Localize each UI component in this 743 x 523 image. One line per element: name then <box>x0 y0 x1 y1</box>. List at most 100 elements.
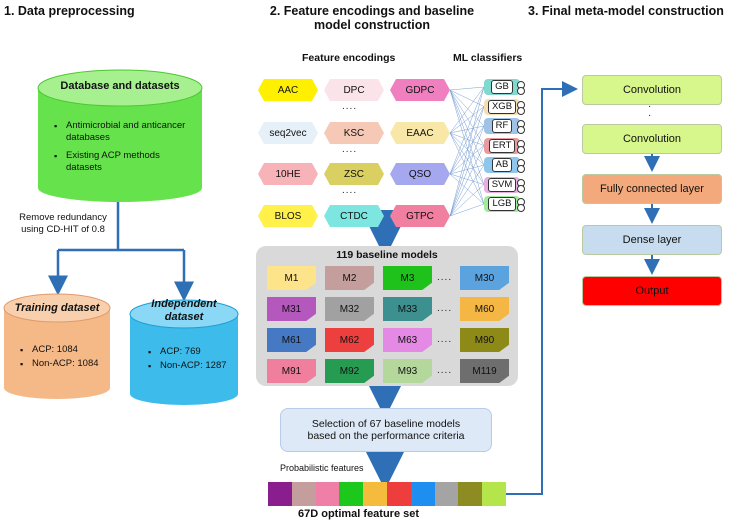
output-layer-label: Output <box>635 285 669 297</box>
classifier-ert: ERT <box>484 137 525 154</box>
classifier-label: SVM <box>487 177 517 192</box>
model-m61: M61 <box>267 328 316 352</box>
training-item: Non-ACP: 1084 <box>20 358 110 370</box>
model-m92: M92 <box>325 359 374 383</box>
fan-line <box>449 132 485 166</box>
fan-line <box>449 106 485 175</box>
layer-ellipsis-1: · <box>648 101 652 112</box>
model-m2: M2 <box>325 266 374 290</box>
model-m91: M91 <box>267 359 316 383</box>
fan-line <box>449 184 485 217</box>
independent-title-line2: dataset <box>164 311 204 323</box>
fan-line <box>449 173 485 205</box>
ml-classifiers-header: ML classifiers <box>453 52 523 64</box>
conv-layer-1-label: Convolution <box>622 84 682 96</box>
section-2-title-line2: model construction <box>314 18 430 32</box>
dense-layer: Dense layer <box>582 225 722 255</box>
encoding-blos: BLOS <box>258 205 318 227</box>
classifier-xgb: XGB <box>484 98 525 115</box>
classifier-lgb: LGB <box>484 196 525 212</box>
database-title: Database and datasets <box>60 80 180 92</box>
fan-line <box>449 173 485 185</box>
model-m63: M63 <box>383 328 432 352</box>
database-items: Antimicrobial and anticancer databases E… <box>52 120 197 180</box>
encoding-dpc: DPC <box>324 79 384 101</box>
training-item: ACP: 1084 <box>20 344 110 356</box>
fan-line <box>449 164 485 217</box>
baseline-title: 119 baseline models <box>336 249 438 261</box>
fan-line <box>449 132 485 205</box>
encoding-seq2vec: seq2vec <box>258 122 318 144</box>
model-m1: M1 <box>267 266 316 290</box>
training-title: Training dataset <box>14 302 100 314</box>
encoding-zsc: ZSC <box>324 163 384 185</box>
feature-cell <box>315 482 340 506</box>
classifier-node-icon <box>517 204 525 212</box>
independent-item: Non-ACP: 1287 <box>148 360 238 372</box>
fully-connected-label: Fully connected layer <box>600 183 704 195</box>
classifier-node-icon <box>517 165 525 173</box>
fan-line <box>449 89 485 146</box>
model-m119: M119 <box>460 359 509 383</box>
classifier-label: LGB <box>488 197 516 211</box>
encoding-10he: 10HE <box>258 163 318 185</box>
redundancy-line2: using CD-HIT of 0.8 <box>21 224 105 235</box>
feature-cell <box>434 482 459 506</box>
classifier-gb: GB <box>484 79 525 95</box>
section-2-title: 2. Feature encodings and baseline model … <box>262 4 482 32</box>
classifier-node-icon <box>517 126 525 134</box>
section-3-title: 3. Final meta-model construction <box>528 4 724 18</box>
encoding-gtpc: GTPC <box>390 205 450 227</box>
fan-line <box>449 164 485 175</box>
fan-line <box>449 145 485 175</box>
model-m93: M93 <box>383 359 432 383</box>
encoding-gdpc: GDPC <box>390 79 450 101</box>
model-m90: M90 <box>460 328 509 352</box>
fan-line <box>449 132 485 146</box>
independent-items: ACP: 769 Non-ACP: 1287 <box>146 346 238 378</box>
classifier-node-icon <box>517 87 525 95</box>
fan-line <box>449 125 485 175</box>
fan-line <box>449 132 485 185</box>
redundancy-line1: Remove redundancy <box>19 212 107 223</box>
training-items: ACP: 1084 Non-ACP: 1084 <box>18 344 110 376</box>
classifier-node-icon <box>517 145 525 154</box>
fan-line <box>449 125 485 217</box>
encoding-aac: AAC <box>258 79 318 101</box>
fan-line <box>449 86 485 217</box>
section-1-title: 1. Data preprocessing <box>4 4 135 18</box>
model-m32: M32 <box>325 297 374 321</box>
fan-line <box>449 89 485 127</box>
fully-connected-layer: Fully connected layer <box>582 174 722 204</box>
feature-cell <box>482 482 507 506</box>
encoding-eaac: EAAC <box>390 122 450 144</box>
feature-cell <box>339 482 364 506</box>
fan-line <box>449 89 485 107</box>
dense-layer-label: Dense layer <box>622 234 682 246</box>
redundancy-label: Remove redundancy using CD-HIT of 0.8 <box>8 212 118 236</box>
encoding-ellipsis: .... <box>342 144 358 155</box>
classifier-node-icon <box>517 106 525 115</box>
classifier-rf: RF <box>484 118 525 134</box>
selection-line1: Selection of 67 baseline models <box>311 418 461 430</box>
selection-line2: based on the performance criteria <box>307 430 465 442</box>
classifier-label: AB <box>491 158 513 172</box>
classifier-node-icon <box>517 184 525 193</box>
fan-line <box>449 89 485 166</box>
fan-line <box>449 86 485 91</box>
feature-encodings-header: Feature encodings <box>302 52 396 64</box>
feature-cell <box>291 482 316 506</box>
fan-line <box>449 89 485 205</box>
fan-line <box>449 125 485 134</box>
independent-item: ACP: 769 <box>148 346 238 358</box>
selection-box: Selection of 67 baseline models based on… <box>280 408 492 452</box>
model-m30: M30 <box>460 266 509 290</box>
encoding-ctdc: CTDC <box>324 205 384 227</box>
conv-layer-1: Convolution <box>582 75 722 105</box>
model-m3: M3 <box>383 266 432 290</box>
split-connector <box>56 198 186 290</box>
probabilistic-features-label: Probabilistic features <box>280 463 364 473</box>
model-m31: M31 <box>267 297 316 321</box>
encoding-classifier-lines <box>449 86 485 217</box>
